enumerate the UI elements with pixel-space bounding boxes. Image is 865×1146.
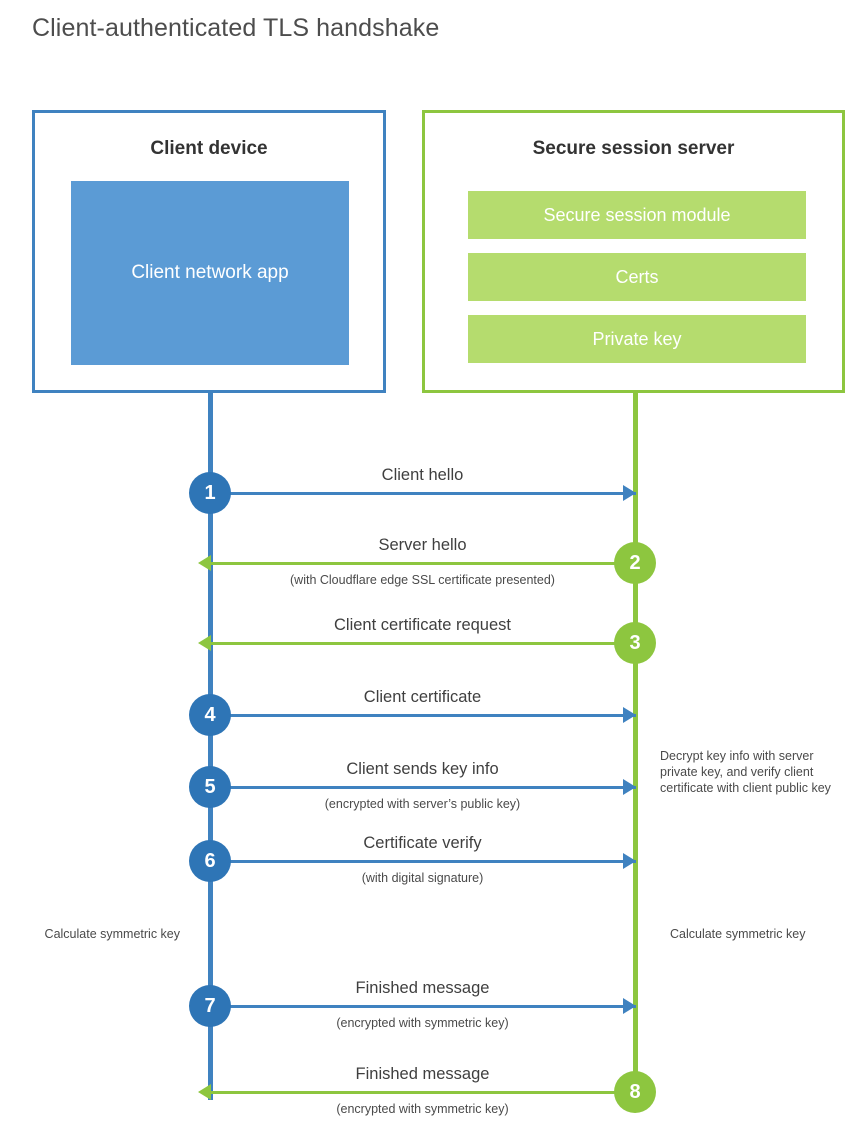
message-line-7 — [210, 1005, 636, 1008]
server-component-secure-session-module: Secure session module — [468, 191, 806, 239]
step-circle-1[interactable]: 1 — [189, 472, 231, 514]
note-decrypt-key-info: Decrypt key info with server private key… — [660, 749, 831, 795]
step-circle-7[interactable]: 7 — [189, 985, 231, 1027]
message-label-7: Finished message — [355, 979, 490, 997]
secure-session-server-box: Secure session server Secure session mod… — [422, 110, 845, 393]
message-sublabel-2: (with Cloudflare edge SSL certificate pr… — [290, 573, 555, 587]
client-network-app-block: Client network app — [71, 181, 349, 365]
message-sublabel-7: (encrypted with symmetric key) — [336, 1016, 509, 1030]
arrow-head-1 — [622, 485, 636, 501]
server-lifeline — [633, 393, 638, 1100]
step-circle-5[interactable]: 5 — [189, 766, 231, 808]
step-circle-8[interactable]: 8 — [614, 1071, 656, 1113]
message-line-2 — [208, 562, 634, 565]
message-line-4 — [210, 714, 636, 717]
client-device-title: Client device — [150, 138, 268, 159]
message-label-2: Server hello — [378, 536, 467, 554]
message-line-6 — [210, 860, 636, 863]
arrow-head-3 — [197, 635, 211, 651]
message-label-5: Client sends key info — [346, 760, 499, 778]
step-circle-3[interactable]: 3 — [614, 622, 656, 664]
arrow-head-4 — [622, 707, 636, 723]
message-line-3 — [208, 642, 634, 645]
message-line-8 — [208, 1091, 634, 1094]
arrow-head-8 — [197, 1084, 211, 1100]
message-label-3: Client certificate request — [334, 616, 511, 634]
arrow-head-5 — [622, 779, 636, 795]
step-circle-4[interactable]: 4 — [189, 694, 231, 736]
arrow-head-7 — [622, 998, 636, 1014]
server-component-certs: Certs — [468, 253, 806, 301]
client-device-box: Client device Client network app — [32, 110, 386, 393]
note-calculate-symmetric-key-client: Calculate symmetric key — [44, 927, 180, 941]
arrow-head-2 — [197, 555, 211, 571]
step-circle-6[interactable]: 6 — [189, 840, 231, 882]
message-line-5 — [210, 786, 636, 789]
message-sublabel-8: (encrypted with symmetric key) — [336, 1102, 509, 1116]
arrow-head-6 — [622, 853, 636, 869]
message-sublabel-5: (encrypted with server’s public key) — [324, 797, 521, 811]
message-sublabel-6: (with digital signature) — [361, 871, 484, 885]
message-label-6: Certificate verify — [363, 834, 482, 852]
page-title: Client-authenticated TLS handshake — [32, 14, 440, 42]
server-component-private-key: Private key — [468, 315, 806, 363]
message-label-1: Client hello — [381, 466, 464, 484]
message-line-1 — [210, 492, 636, 495]
message-label-4: Client certificate — [363, 688, 482, 706]
secure-session-server-title: Secure session server — [532, 138, 735, 159]
note-calculate-symmetric-key-server: Calculate symmetric key — [670, 927, 806, 941]
client-lifeline — [208, 393, 213, 1100]
message-label-8: Finished message — [355, 1065, 490, 1083]
step-circle-2[interactable]: 2 — [614, 542, 656, 584]
